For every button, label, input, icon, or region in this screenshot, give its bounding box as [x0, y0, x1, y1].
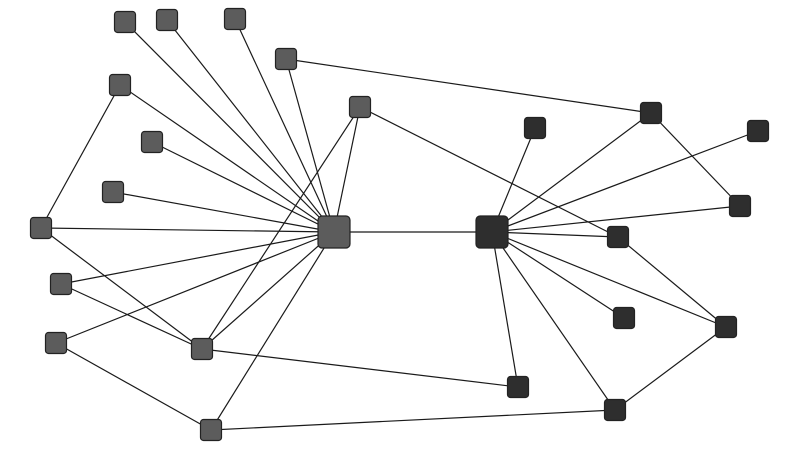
edge-H2-p — [491, 130, 759, 233]
node-b — [155, 8, 179, 32]
node-q — [728, 194, 752, 218]
node-f — [348, 95, 372, 119]
edge-H1-h — [112, 191, 335, 233]
edge-H2-t — [491, 231, 727, 328]
edge-l-u — [201, 348, 519, 388]
node-e — [108, 73, 132, 97]
node-h — [101, 180, 125, 204]
edge-H1-g — [151, 141, 335, 233]
node-l — [190, 337, 214, 361]
edge-H1-d — [285, 58, 335, 233]
node-v — [603, 398, 627, 422]
edge-j-l — [60, 283, 203, 350]
hub-node-H2 — [475, 215, 509, 249]
node-k — [44, 331, 68, 355]
edges — [40, 18, 759, 431]
edge-m-v — [210, 409, 616, 431]
edge-H2-v — [491, 231, 616, 411]
node-g — [140, 130, 164, 154]
edge-l-f — [201, 106, 361, 350]
edge-H1-f — [333, 106, 361, 233]
edge-d-n — [285, 58, 652, 114]
node-a — [113, 10, 137, 34]
edge-H1-e — [119, 84, 335, 233]
node-s — [612, 306, 636, 330]
edge-H1-i — [40, 227, 335, 233]
edge-t-v — [614, 326, 727, 411]
node-m — [199, 418, 223, 442]
edge-k-m — [55, 342, 212, 431]
node-n — [639, 101, 663, 125]
edge-r-t — [617, 236, 727, 328]
edge-i-l — [40, 227, 203, 350]
node-o — [523, 116, 547, 140]
node-t — [714, 315, 738, 339]
edge-e-i — [40, 84, 121, 229]
edge-H2-r — [491, 231, 619, 238]
edge-n-q — [650, 112, 741, 207]
edge-H1-l — [201, 231, 335, 350]
node-u — [506, 375, 530, 399]
edge-H1-j — [60, 231, 335, 285]
node-d — [274, 47, 298, 71]
edge-H2-q — [491, 205, 741, 233]
node-i — [29, 216, 53, 240]
edge-H2-o — [491, 127, 536, 233]
edge-H2-s — [491, 231, 625, 319]
nodes — [29, 7, 770, 442]
node-c — [223, 7, 247, 31]
hub-node-H1 — [317, 215, 351, 249]
edge-H2-u — [491, 231, 519, 388]
edge-H1-c — [234, 18, 335, 233]
edge-H1-a — [124, 21, 335, 233]
node-j — [49, 272, 73, 296]
node-r — [606, 225, 630, 249]
edge-H2-n — [491, 112, 652, 233]
edge-H1-b — [166, 19, 335, 233]
edge-H1-m — [210, 231, 335, 431]
node-p — [746, 119, 770, 143]
edge-H1-k — [55, 231, 335, 344]
edge-f-r — [359, 106, 619, 238]
